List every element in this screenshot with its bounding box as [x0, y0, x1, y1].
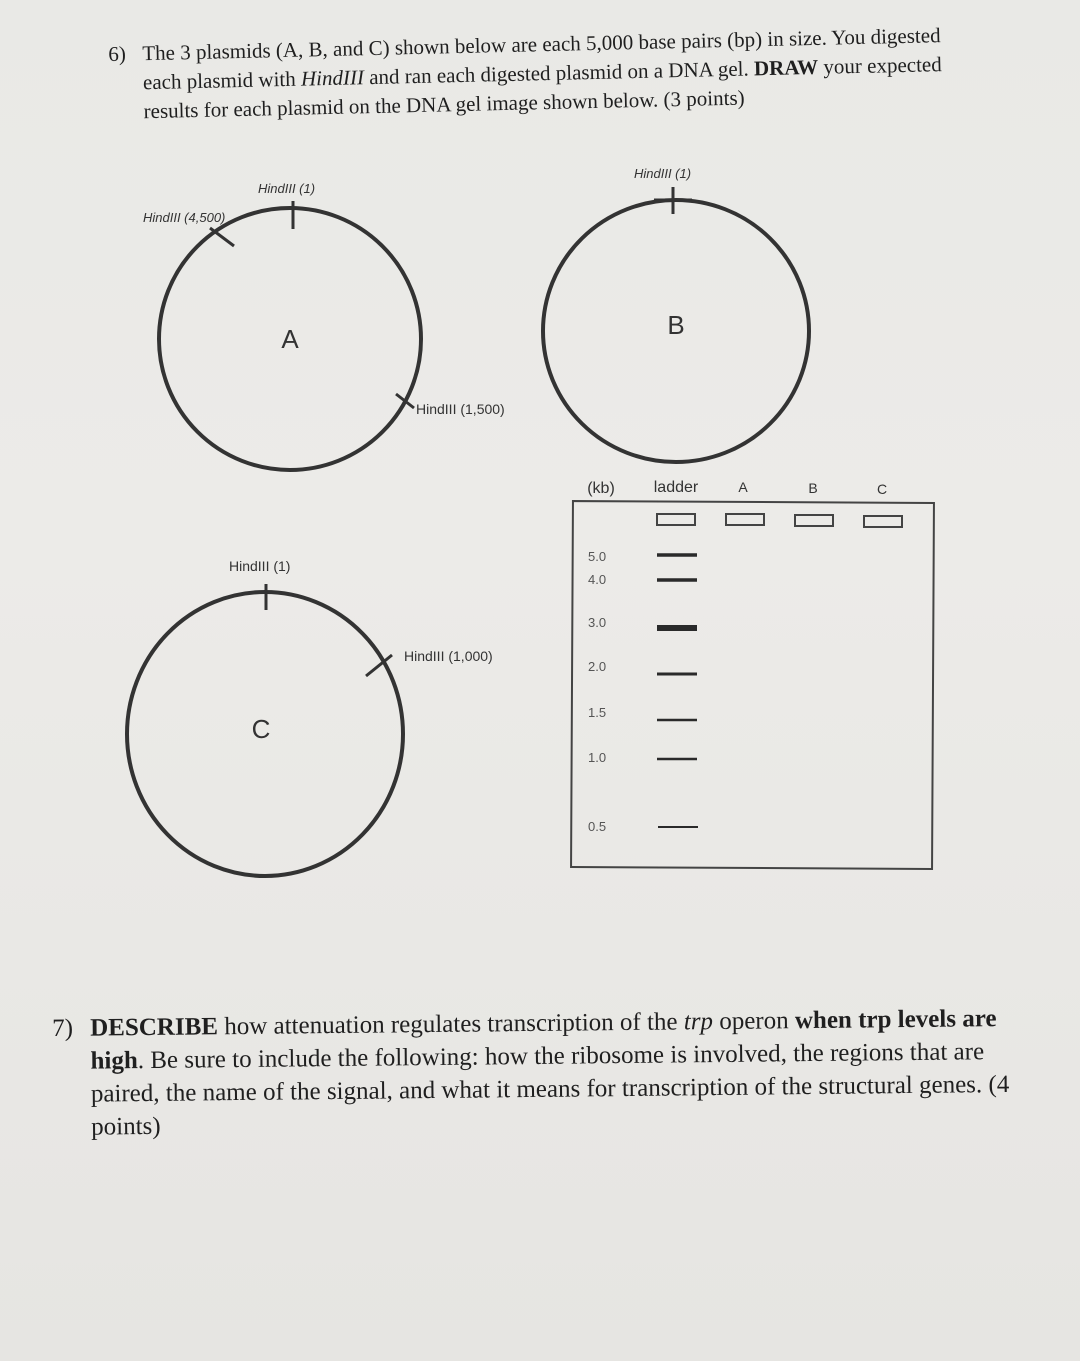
ladder-label-1-0: 1.0	[588, 750, 606, 765]
q7-text-3: . Be sure to include the following: how …	[90, 1038, 1010, 1141]
ladder-markers: 5.0 4.0 3.0 2.0 1.5 1.0 0.5	[588, 549, 698, 834]
q7-describe-emphasis: DESCRIBE	[90, 1013, 219, 1042]
ladder-label-2-0: 2.0	[588, 659, 606, 674]
plasmid-c-site-2: HindIII (1,000)	[404, 648, 493, 664]
plasmid-a-circle	[157, 206, 423, 472]
gel-well-a[interactable]	[725, 513, 765, 526]
ladder-label-5-0: 5.0	[588, 549, 606, 564]
plasmid-a-label: A	[281, 324, 299, 354]
plasmid-c: C HindIII (1) HindIII (1,000)	[125, 558, 493, 878]
gel-lane-label-c: C	[877, 481, 887, 497]
q7-trp: trp	[683, 1008, 714, 1036]
plasmid-a-site-3: HindIII (1,500)	[416, 401, 505, 417]
plasmid-a-site-1: HindIII (1)	[258, 181, 315, 196]
ladder-label-0-5: 0.5	[588, 819, 606, 834]
gel-lane-label-a: A	[738, 479, 748, 495]
question-7: 7) DESCRIBE how attenuation regulates tr…	[52, 1002, 1013, 1144]
gel-unit-label: (kb)	[587, 480, 615, 497]
plasmid-c-site-1: HindIII (1)	[229, 558, 290, 574]
gel-well-c[interactable]	[863, 515, 903, 528]
ladder-label-4-0: 4.0	[588, 572, 606, 587]
gel-well-ladder[interactable]	[656, 513, 696, 526]
q7-text-1: how attenuation regulates transcription …	[217, 1008, 684, 1041]
dna-gel: (kb) ladder A B C 5.0 4.0 3.0 2.0 1.5	[570, 479, 935, 870]
ladder-label-1-5: 1.5	[588, 705, 606, 720]
gel-well-b[interactable]	[794, 514, 834, 527]
plasmid-a-site-tick-2	[209, 226, 235, 248]
plasmid-c-label: C	[252, 714, 271, 744]
gel-lane-label-ladder: ladder	[654, 479, 699, 496]
plasmid-a: A HindIII (1) HindIII (4,500) HindIII (1…	[143, 181, 505, 472]
question-7-text: DESCRIBE how attenuation regulates trans…	[90, 1002, 1013, 1144]
question-7-number: 7)	[52, 1014, 74, 1042]
q7-text-2: operon	[712, 1007, 796, 1036]
plasmid-b-site-1: HindIII (1)	[634, 166, 691, 181]
ladder-label-3-0: 3.0	[588, 615, 606, 630]
plasmid-c-site-tick-2	[365, 653, 393, 678]
plasmid-b: B HindIII (1)	[541, 166, 811, 464]
plasmid-a-site-2: HindIII (4,500)	[143, 210, 225, 225]
gel-frame	[570, 500, 935, 870]
plasmid-a-site-tick-3	[395, 392, 415, 410]
plasmid-b-label: B	[667, 310, 684, 340]
gel-lane-label-b: B	[808, 480, 817, 496]
